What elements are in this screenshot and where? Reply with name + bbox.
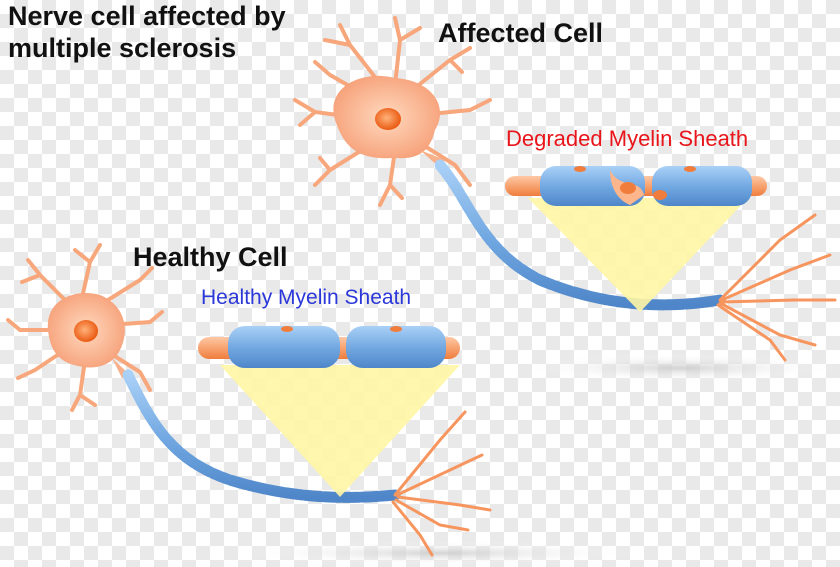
- degraded-sheath-segment-2: [652, 166, 752, 206]
- affected-axon-terminals: [716, 213, 837, 362]
- affected-shadow: [520, 354, 840, 382]
- node-dot: [574, 166, 586, 172]
- node-dot: [684, 166, 696, 172]
- healthy-nerve-cell: [6, 243, 164, 412]
- healthy-shadow: [240, 541, 640, 565]
- affected-nucleus: [375, 108, 401, 130]
- affected-zoom-highlight: [528, 198, 748, 312]
- affected-axon: [434, 159, 726, 311]
- healthy-nucleus: [74, 320, 98, 342]
- healthy-zoom-highlight: [220, 365, 460, 497]
- diagram-title: Nerve cell affected by multiple sclerosi…: [8, 1, 286, 63]
- degraded-myelin-sheath-zoom: [505, 166, 767, 206]
- affected-nerve-cell: [293, 16, 492, 207]
- healthy-axon: [122, 369, 401, 503]
- healthy-myelin-sheath-zoom: [198, 326, 460, 368]
- healthy-sheath-label: Healthy Myelin Sheath: [201, 286, 412, 309]
- exposed-axon-spot: [620, 182, 636, 194]
- node-dot: [390, 326, 402, 332]
- node-dot: [281, 326, 293, 332]
- healthy-sheath-segment-2: [346, 326, 446, 368]
- affected-cell-label: Affected Cell: [438, 18, 604, 48]
- healthy-cell-label: Healthy Cell: [133, 242, 288, 272]
- healthy-dendrites: [6, 243, 164, 412]
- healthy-sheath-segment-1: [228, 326, 340, 368]
- exposed-axon-spot: [653, 190, 667, 200]
- healthy-axon-terminals: [391, 410, 492, 557]
- degraded-sheath-label: Degraded Myelin Sheath: [506, 126, 749, 151]
